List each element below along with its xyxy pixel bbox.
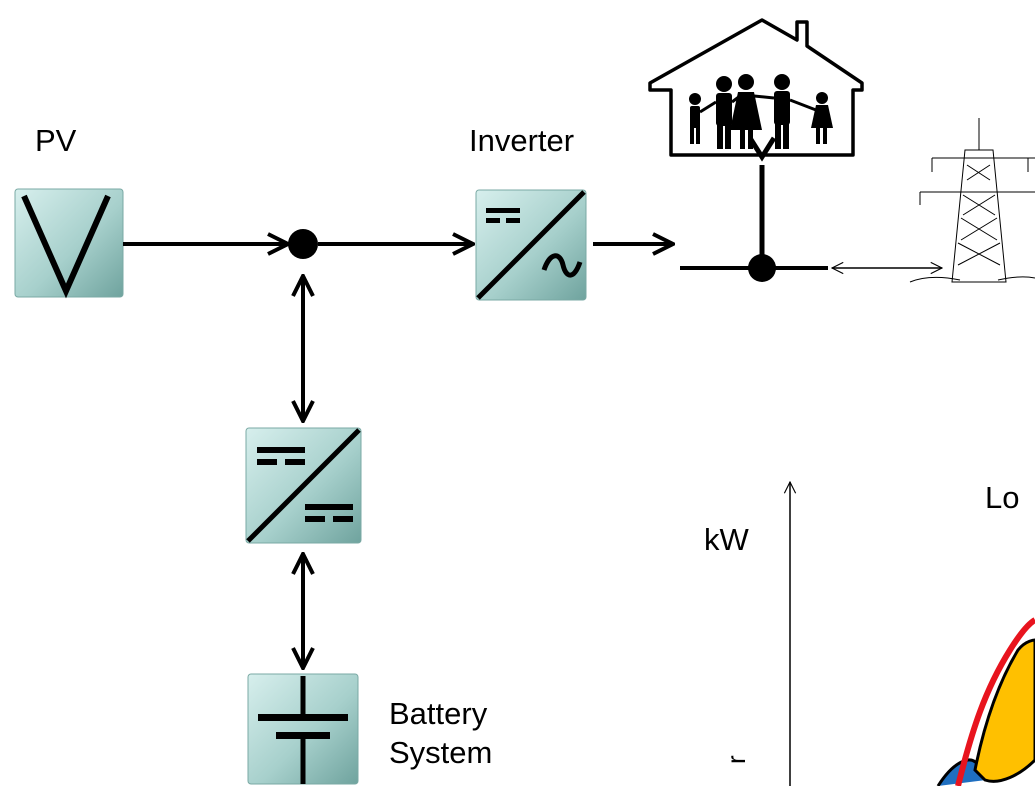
power-pylon-icon — [909, 118, 1035, 283]
pv-panel-icon — [14, 188, 124, 299]
battery-label-line1: Battery — [389, 696, 488, 731]
load-chart-fragment — [790, 482, 1035, 786]
inverter-icon — [475, 189, 587, 301]
junction-node-dc — [288, 229, 318, 259]
curve-yellow — [973, 638, 1035, 783]
chart-unit-label: kW — [704, 522, 749, 557]
pv-label: PV — [35, 123, 77, 158]
battery-icon — [247, 673, 359, 785]
curve-red — [955, 617, 1035, 786]
chart-axis-label-partial: r — [721, 755, 751, 764]
chart-title-partial: Lo — [985, 480, 1020, 515]
house-family-icon — [648, 18, 864, 162]
battery-label-line2: System — [389, 735, 493, 770]
inverter-label: Inverter — [469, 123, 575, 158]
dc-dc-converter-icon — [245, 427, 362, 544]
